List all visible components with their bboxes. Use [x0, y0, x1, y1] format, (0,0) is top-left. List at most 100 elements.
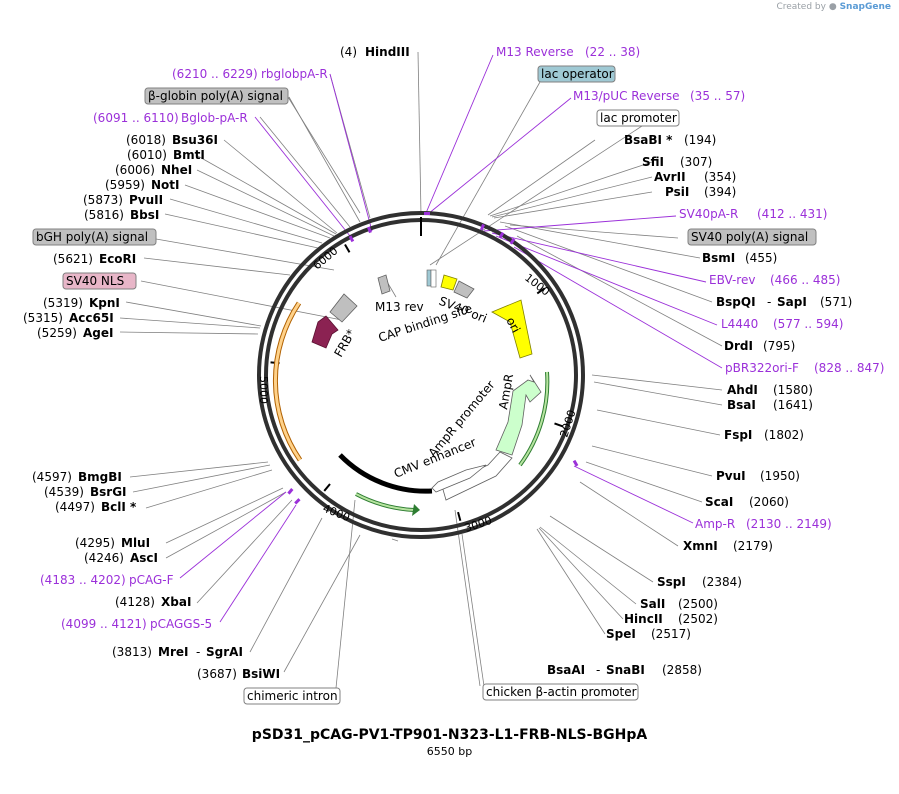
- created-by: Created by ● SnapGene: [776, 2, 891, 12]
- site-bsu36i: Bsu36I: [172, 133, 218, 147]
- site-bcli: BclI *: [101, 500, 137, 514]
- site-psii: PsiI: [665, 185, 689, 199]
- site-snabi-pos: (2858): [662, 663, 702, 677]
- primer-pcagf-range: (4183 .. 4202): [40, 573, 126, 587]
- cba-promoter-feature: [431, 464, 487, 493]
- dash-snabi: -: [596, 663, 600, 677]
- primer-m13puc: M13/pUC Reverse: [573, 89, 680, 103]
- site-sgrai: SgrAI: [206, 645, 243, 659]
- site-sfii-pos: (307): [680, 155, 712, 169]
- enzyme-labels: (4) HindIII BsaBI * (194) SfiI (307) Avr…: [23, 45, 852, 681]
- tick-3000: 3000: [463, 514, 494, 535]
- primer-pcaggs-range: (4099 .. 4121): [61, 617, 147, 631]
- sv40-ori-feature: [440, 274, 458, 291]
- lac-operator-feature: [426, 269, 432, 287]
- primer-sv40pa-range: (412 .. 431): [757, 207, 827, 221]
- primer-ebv: EBV-rev: [709, 273, 755, 287]
- ampr-label: AmpR: [496, 373, 516, 411]
- primer-pcagf: pCAG-F: [129, 573, 174, 587]
- primer-leaders: [179, 54, 723, 623]
- site-asci-pos: (4246): [84, 551, 124, 565]
- box-sv40-nls: [62, 272, 137, 290]
- chimeric-intron-inner: [355, 493, 415, 511]
- primer-pcaggs: pCAGGS-5: [150, 617, 212, 631]
- tick-6000: 6000: [311, 244, 341, 272]
- site-kpni-pos: (5319): [43, 296, 83, 310]
- primer-marks: [287, 212, 579, 505]
- m13-rev-feature: [377, 274, 391, 295]
- site-bmgbi-pos: (4597): [32, 470, 72, 484]
- site-ecori: EcoRI: [99, 252, 136, 266]
- site-pvuii-pos: (5873): [83, 193, 123, 207]
- site-bmgbi: BmgBI: [78, 470, 122, 484]
- created-by-prefix: Created by: [776, 2, 826, 12]
- ring-ticks: [270, 244, 564, 522]
- site-spei-pos: (2517): [651, 627, 691, 641]
- sv40-polya-feature: [453, 280, 475, 299]
- site-spei: SpeI: [606, 627, 636, 641]
- site-bsu36i-pos: (6018): [126, 133, 166, 147]
- site-avrii: AvrII: [654, 170, 686, 184]
- site-bsaai: BsaAI: [547, 663, 585, 677]
- site-mrei-pos: (3813): [112, 645, 152, 659]
- primer-pbr322-range: (828 .. 847): [814, 361, 884, 375]
- site-nhei: NheI: [161, 163, 192, 177]
- plasmid-size: 6550 bp: [426, 745, 473, 758]
- site-bsabi: BsaBI *: [624, 133, 673, 147]
- site-sapi: SapI: [777, 295, 807, 309]
- site-scai: ScaI: [705, 495, 733, 509]
- ori-feature: [491, 299, 533, 359]
- box-bgh-polya: [32, 228, 157, 246]
- site-sspi-pos: (2384): [702, 575, 742, 589]
- site-ahdi-pos: (1580): [773, 383, 813, 397]
- site-hindiii: HindIII: [365, 45, 410, 59]
- site-bbsi-pos: (5816): [84, 208, 124, 222]
- site-sapi-pos: (571): [820, 295, 852, 309]
- site-mlui-pos: (4295): [75, 536, 115, 550]
- ampr-arc-inner: [519, 371, 549, 466]
- site-drdi-pos: (795): [763, 339, 795, 353]
- primer-l4440-range: (577 .. 594): [773, 317, 843, 331]
- site-scai-pos: (2060): [749, 495, 789, 509]
- label-cba-promoter: chicken β-actin promoter: [486, 685, 637, 699]
- dash-sapi: -: [767, 295, 771, 309]
- label-lac-promoter: lac promoter: [600, 111, 677, 125]
- site-pvuii: PvuII: [129, 193, 163, 207]
- site-noti: NotI: [151, 178, 180, 192]
- plasmid-name: pSD31_pCAG-PV1-TP901-N323-L1-FRB-NLS-BGH…: [251, 727, 648, 743]
- box-cba-promoter: [482, 683, 639, 701]
- chimeric-intron-feature: [355, 492, 415, 512]
- site-sali: SalI: [640, 597, 665, 611]
- site-bsrgi-pos: (4539): [44, 485, 84, 499]
- primer-ampr: Amp-R: [695, 517, 735, 531]
- primer-m13rev-range: (22 .. 38): [585, 45, 640, 59]
- site-fspi-pos: (1802): [764, 428, 804, 442]
- site-snabi: SnaBI: [606, 663, 645, 677]
- site-sfii: SfiI: [642, 155, 664, 169]
- label-lac-operator: lac operator: [541, 67, 614, 81]
- leader-lines: [119, 51, 723, 689]
- site-pvui-pos: (1950): [760, 469, 800, 483]
- primer-m13rev: M13 Reverse: [496, 45, 574, 59]
- site-hindiii-pos: (4): [340, 45, 357, 59]
- site-asci: AscI: [130, 551, 158, 565]
- site-xbai: XbaI: [161, 595, 191, 609]
- primer-bglob: Bglob-pA-R: [181, 111, 248, 125]
- sv40-nls-feature: [329, 293, 358, 323]
- site-ahdi: AhdI: [727, 383, 758, 397]
- brand-name: SnapGene: [839, 2, 891, 12]
- payload-arc-inner: [273, 302, 302, 461]
- site-kpni: KpnI: [89, 296, 120, 310]
- site-fspi: FspI: [724, 428, 752, 442]
- chimeric-intron-arrowhead: [412, 504, 420, 516]
- dash-sgrai: -: [196, 645, 200, 659]
- backbone-outer-strand: [257, 211, 585, 539]
- site-bsrgi: BsrGI: [90, 485, 127, 499]
- site-bsai: BsaI: [727, 398, 756, 412]
- box-lac-promoter: [596, 109, 680, 127]
- primer-l4440: L4440: [721, 317, 758, 331]
- site-xbai-pos: (4128): [115, 595, 155, 609]
- ampr-feature: [495, 374, 542, 456]
- primer-labels: M13 Reverse (22 .. 38) M13/pUC Reverse (…: [40, 45, 884, 631]
